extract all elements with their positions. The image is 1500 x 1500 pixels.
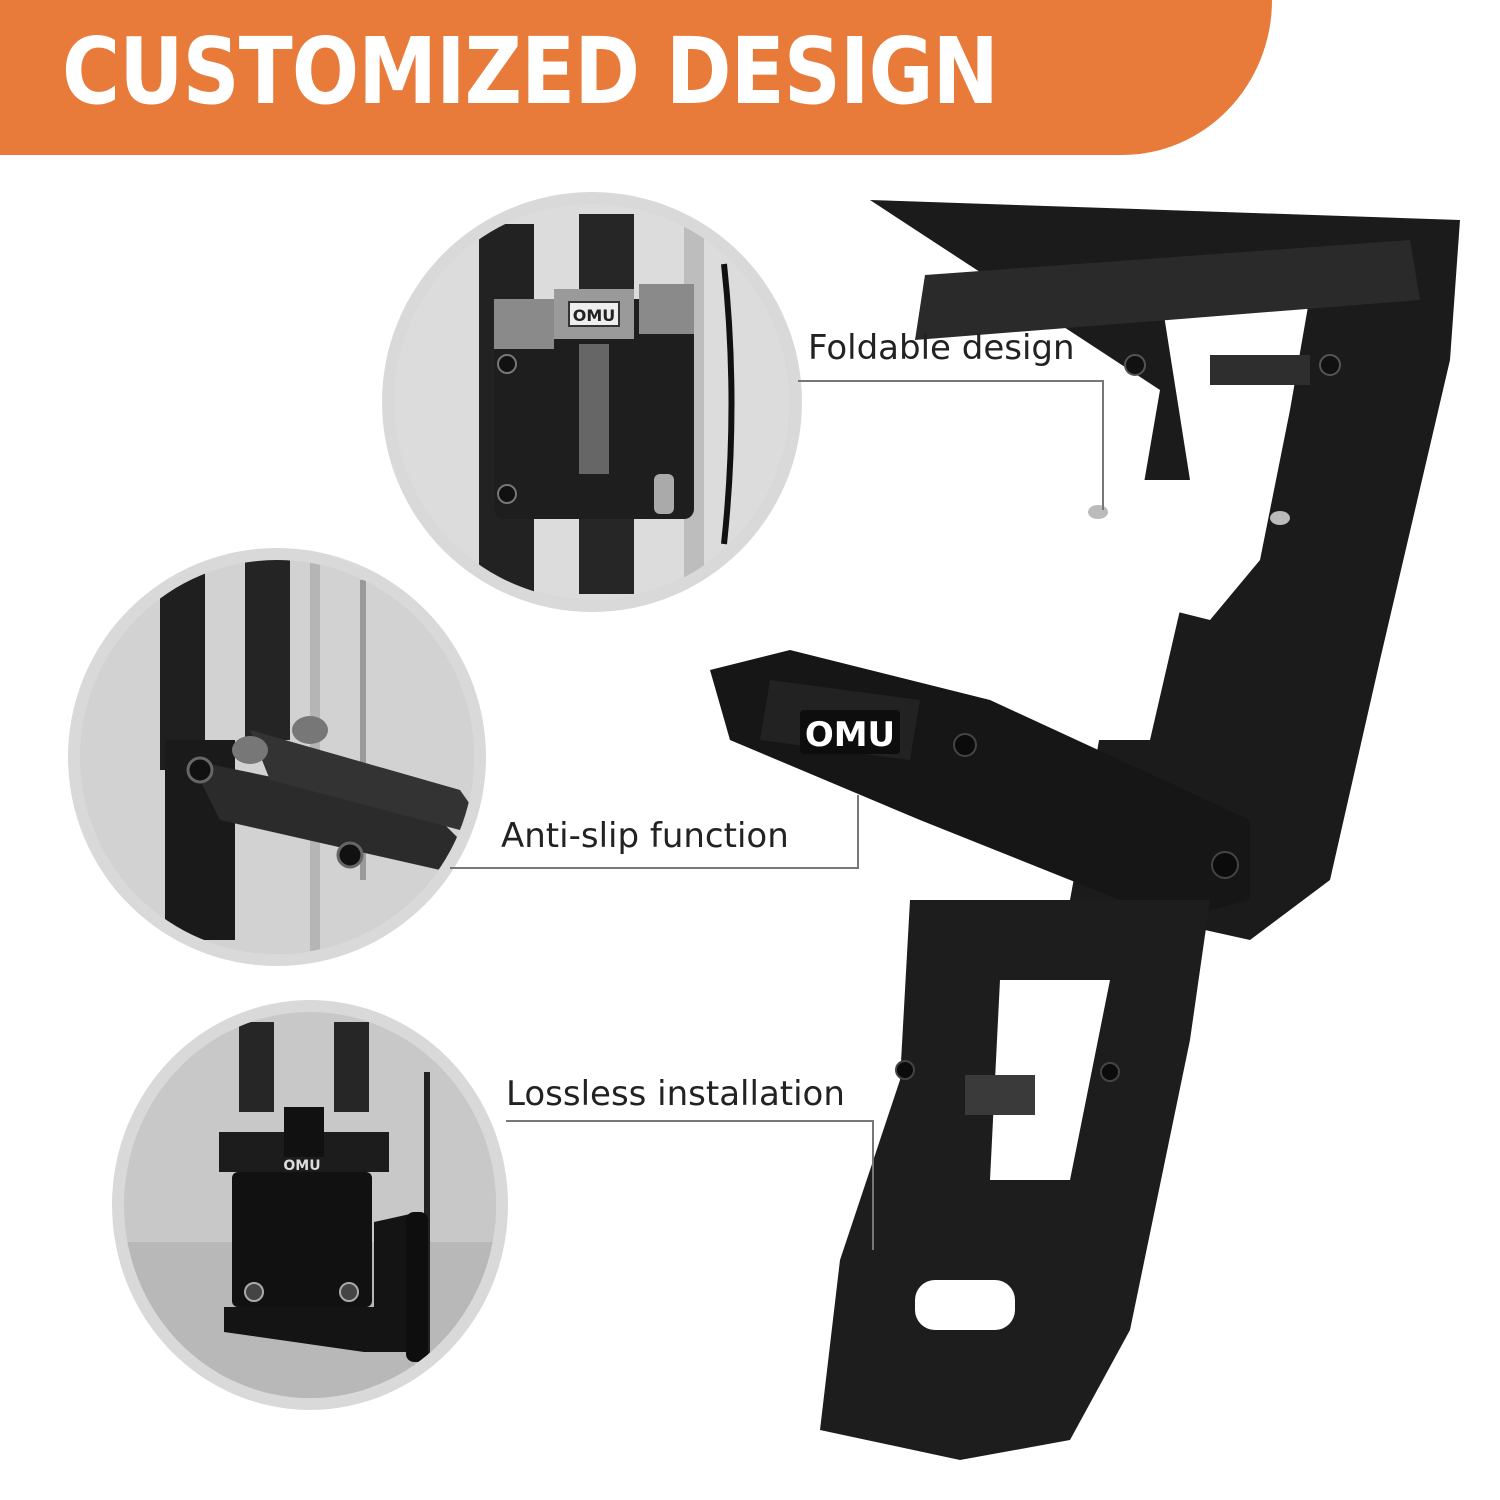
pivot-screw-icon bbox=[1088, 505, 1108, 519]
brand-logo: OMU bbox=[805, 715, 895, 755]
callout-label-anti-slip: Anti-slip function bbox=[501, 816, 789, 856]
lower-cutout bbox=[990, 980, 1110, 1180]
detail-view-folded: OMU bbox=[382, 192, 802, 612]
pivot-screw-icon bbox=[1270, 511, 1290, 525]
svg-text:OMU: OMU bbox=[283, 1158, 320, 1174]
callout-line-anti-slip-rise bbox=[857, 795, 859, 869]
svg-text:OMU: OMU bbox=[573, 306, 616, 325]
header-banner: CUSTOMIZED DESIGN bbox=[0, 0, 1272, 155]
callout-line-lossless bbox=[506, 1120, 874, 1122]
product-main-image: OMU bbox=[690, 180, 1480, 1490]
detail-view-installed: OMU bbox=[112, 1000, 508, 1410]
callout-line-anti-slip bbox=[450, 867, 859, 869]
callout-line-foldable-drop bbox=[1102, 380, 1104, 510]
callout-label-lossless: Lossless installation bbox=[506, 1074, 845, 1114]
folded-step-illustration: OMU bbox=[394, 204, 790, 600]
screw-icon bbox=[1319, 354, 1341, 376]
carbon-plate bbox=[965, 1075, 1035, 1115]
callout-line-lossless-drop bbox=[872, 1120, 874, 1250]
callout-label-foldable: Foldable design bbox=[808, 328, 1075, 368]
open-step-illustration bbox=[80, 560, 474, 954]
page-title: CUSTOMIZED DESIGN bbox=[62, 18, 999, 125]
installed-step-illustration: OMU bbox=[124, 1012, 496, 1398]
detail-view-step-open bbox=[68, 548, 486, 966]
screw-icon bbox=[1124, 354, 1146, 376]
callout-line-foldable bbox=[798, 380, 1104, 382]
